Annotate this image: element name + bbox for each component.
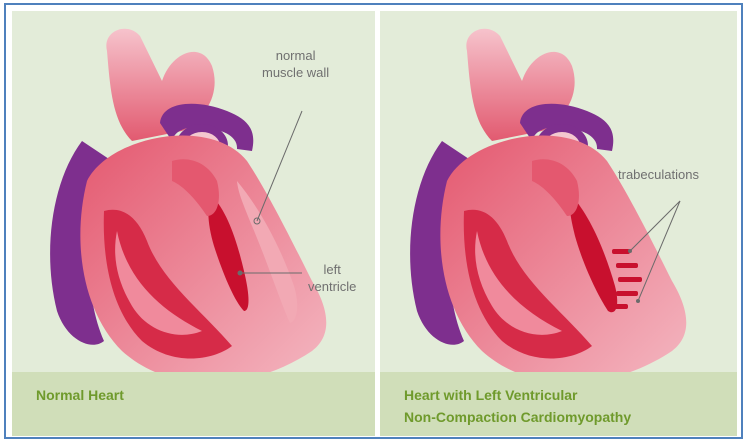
left-ventricle-label: left ventricle (308, 261, 356, 295)
trabeculations-label: trabeculations (618, 166, 699, 183)
muscle-wall-label-line1: normal (262, 47, 329, 64)
lvnc-caption-line2: Non-Compaction Cardiomyopathy (404, 406, 631, 428)
left-ventricle-label-line1: left (308, 261, 356, 278)
left-ventricle-label-line2: ventricle (308, 278, 356, 295)
figure-frame: normal muscle wall left ventricle Normal… (4, 3, 743, 439)
lvnc-caption-line1: Heart with Left Ventricular (404, 384, 631, 406)
normal-heart-panel: normal muscle wall left ventricle Normal… (12, 11, 375, 436)
muscle-wall-pointer (257, 111, 302, 221)
muscle-wall-label-line2: muscle wall (262, 64, 329, 81)
muscle-wall-label: normal muscle wall (262, 47, 329, 81)
lvnc-heart-caption-bar: Heart with Left Ventricular Non-Compacti… (380, 372, 737, 436)
normal-heart-caption: Normal Heart (36, 384, 124, 406)
lvnc-heart-caption: Heart with Left Ventricular Non-Compacti… (404, 384, 631, 428)
lvnc-heart-panel: trabeculations Heart with Left Ventricul… (380, 11, 737, 436)
normal-heart-caption-bar: Normal Heart (12, 372, 375, 436)
